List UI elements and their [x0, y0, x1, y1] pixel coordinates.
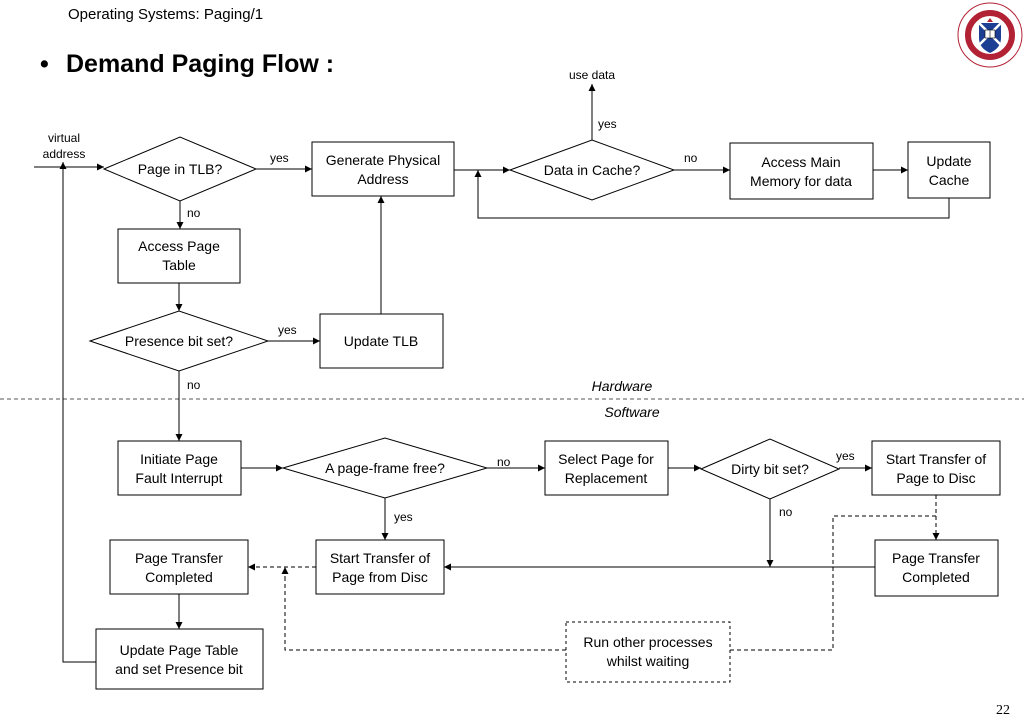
edge-label-dirty-no: no: [779, 505, 793, 519]
edge-label-presence-no: no: [187, 378, 201, 392]
node-update-tlb: Update TLB: [319, 313, 444, 369]
node-presence-bit-set: Presence bit set?: [88, 310, 270, 372]
edge-update-cache-loop: [474, 170, 950, 219]
course-header: Operating Systems: Paging/1: [68, 6, 264, 23]
node-data-in-cache: Data in Cache?: [508, 139, 676, 201]
university-crest-icon: [957, 2, 1023, 68]
edge-label-cache-no: no: [684, 151, 698, 165]
edge-update-table-loop: [59, 162, 96, 663]
software-label: Software: [604, 404, 659, 420]
edge-label-frame-no: no: [497, 455, 511, 469]
hardware-label: Hardware: [592, 378, 653, 394]
node-use-data: use data: [569, 68, 615, 82]
edge-run-to-transfer-disc: [730, 515, 936, 651]
node-dirty-bit-set: Dirty bit set?: [699, 438, 841, 500]
title-bullet: •: [40, 50, 49, 78]
edge-label-cache-yes: yes: [598, 117, 617, 131]
edge-label-dirty-yes: yes: [836, 449, 855, 463]
node-virtual-address: virtual address: [43, 131, 86, 161]
svg-text:Presence bit set?: Presence bit set?: [125, 333, 233, 349]
edge-label-presence-yes: yes: [278, 323, 297, 337]
svg-text:A page-frame free?: A page-frame free?: [325, 460, 445, 476]
virtual-address-line: virtual: [48, 131, 80, 145]
virtual-address-line: address: [43, 147, 86, 161]
slide-title: • Demand Paging Flow :: [40, 50, 334, 79]
svg-text:use data: use data: [569, 68, 615, 82]
edge-label-tlb-no: no: [187, 206, 201, 220]
svg-text:Page in TLB?: Page in TLB?: [138, 161, 223, 177]
edge-run-to-left-transfer: [284, 567, 566, 651]
edge-label-frame-yes: yes: [394, 510, 413, 524]
node-page-frame-free: A page-frame free?: [281, 437, 489, 499]
node-page-in-tlb: Page in TLB?: [102, 136, 258, 202]
page-number: 22: [996, 703, 1010, 718]
svg-text:Dirty bit set?: Dirty bit set?: [731, 461, 809, 477]
edge-label-tlb-yes: yes: [270, 151, 289, 165]
svg-text:Data in Cache?: Data in Cache?: [544, 162, 641, 178]
svg-text:Update TLB: Update TLB: [344, 333, 418, 349]
title-text: Demand Paging Flow :: [66, 50, 335, 78]
